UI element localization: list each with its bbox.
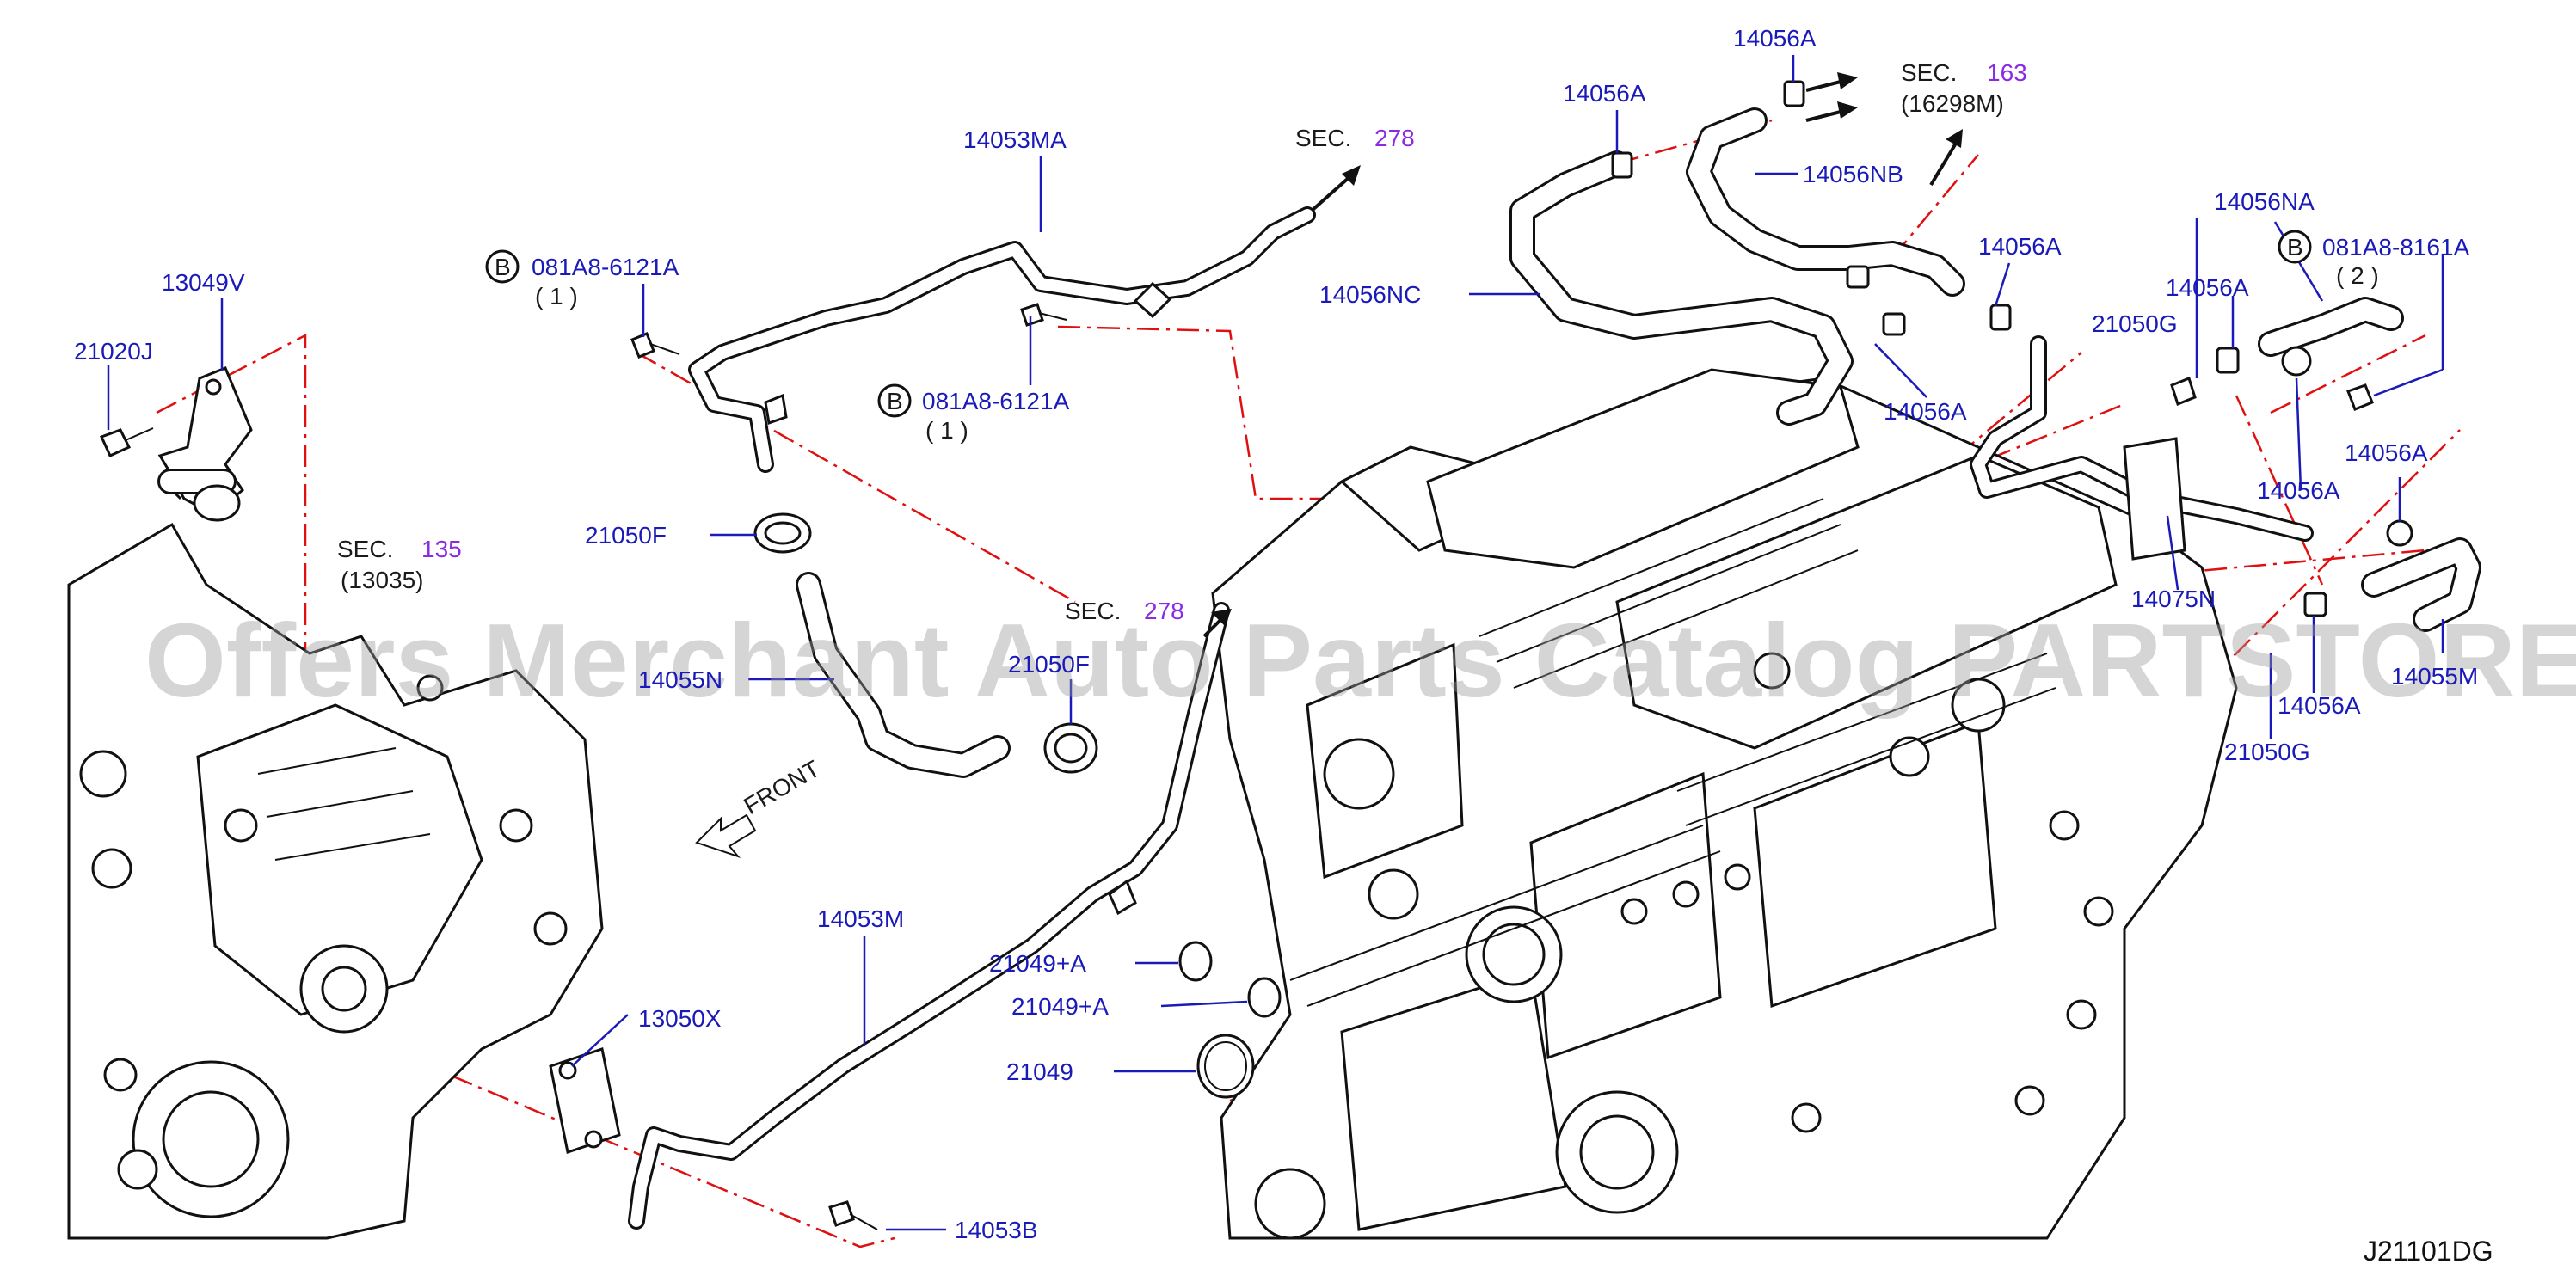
sec163-sub: (16298M) [1901,90,2004,117]
label-14056a-mid: 14056A [1978,233,2062,260]
label-14056na: 14056NA [2214,188,2315,215]
label-13050x: 13050X [638,1005,722,1032]
label-14055n: 14055N [638,666,722,693]
bolt-081a8-6121a-left [630,332,680,359]
label-21049a-1: 21049+A [989,950,1086,977]
sec163-prefix: SEC. [1901,59,1957,86]
label-14053m: 14053M [817,905,904,932]
label-14053b: 14053B [955,1217,1038,1243]
sec135-sub: (13035) [341,567,424,593]
label-21049: 21049 [1006,1058,1073,1085]
label-14056nb: 14056NB [1803,161,1903,187]
clamp-21050f-lower [1043,722,1098,774]
label-14056a-right-2: 14056A [2257,477,2340,504]
label-14056a-right-1: 14056A [2166,274,2249,301]
timing-cover [67,522,604,1240]
bolt-marker-b1-letter: B [495,254,511,280]
front-indicator: FRONT [695,755,825,859]
bolt-marker-b3 [2278,230,2312,264]
label-14056a-right-3: 14056A [2345,439,2428,466]
gasket-13050x [549,1047,621,1154]
label-14053ma: 14053MA [963,126,1067,153]
label-081a8-6121a-2: 081A8-6121A [922,388,1070,414]
label-14056a-lower: 14056A [2278,692,2361,719]
label-13049v: 13049V [162,269,245,296]
qty-081a8-8161a: ( 2 ) [2336,262,2379,289]
watermark: Offers Merchant Auto Parts Catalog PARTS… [144,602,2576,719]
label-21050f-lower: 21050F [1008,651,1090,678]
hose-14055m [2361,537,2481,632]
sec278-mid-prefix: SEC. [1065,598,1121,624]
label-14056a-left: 14056A [1563,80,1646,107]
label-21049a-2: 21049+A [1011,993,1109,1020]
label-081a8-8161a: 081A8-8161A [2322,234,2470,261]
label-21050g-upper: 21050G [2092,310,2178,337]
bolt-081a8-6121a-right [1020,303,1067,327]
label-14055m: 14055M [2391,663,2478,690]
leader-lines [107,55,2444,1231]
water-pipe-14053m [628,602,1230,1230]
bolt-marker-b2-letter: B [887,388,903,414]
sec278-top-number: 278 [1374,125,1415,151]
sec135-prefix: SEC. [337,536,393,562]
hose-14056nb [1686,107,1965,297]
clamps-14056a-upper [1611,80,2012,336]
label-14056a-center: 14056A [1884,398,1967,425]
label-21050f-upper: 21050F [585,522,667,549]
thermostat-housing [157,366,253,522]
part-labels: 13049V 21020J 14053MA B 081A8-6121A ( 1 … [74,25,2478,1243]
bolt-marker-b3-letter: B [2287,234,2303,261]
clamp-21050f-upper [753,512,812,554]
clamps-14056a-right [2170,346,2413,617]
label-14075n: 14075N [2131,586,2216,612]
hose-14056na [2258,297,2404,357]
qty-081a8-6121a-2: ( 1 ) [925,417,968,444]
hose-14055n [796,572,1011,778]
bolt-marker-b2 [877,383,912,418]
label-21020j: 21020J [74,338,153,365]
qty-081a8-6121a-1: ( 1 ) [535,283,578,310]
pipe-14075n [1970,335,2314,561]
sec278-mid-number: 278 [1144,598,1184,624]
bolt-marker-b1 [485,249,520,284]
engine-block [1211,368,2238,1240]
sec135-number: 135 [421,536,462,562]
sec163-number: 163 [1987,59,2027,86]
bolt-14053b [828,1200,878,1230]
hose-14056nc [1509,150,1854,426]
section-arrows [1202,72,1963,638]
bolt-21020j [99,427,154,457]
drawing-id: J21101DG [2364,1236,2493,1267]
section-refs: SEC. 135 (13035) SEC. 278 SEC. 278 SEC. … [337,59,2027,624]
label-14056a-top: 14056A [1733,25,1817,52]
o-rings [1178,941,1282,1099]
front-label: FRONT [740,755,825,819]
sec278-top-prefix: SEC. [1295,125,1351,151]
label-081a8-6121a-1: 081A8-6121A [532,254,679,280]
label-21050g-lower: 21050G [2224,739,2310,765]
water-pipe-14053ma [688,206,1316,473]
label-14056nc: 14056NC [1319,281,1421,308]
